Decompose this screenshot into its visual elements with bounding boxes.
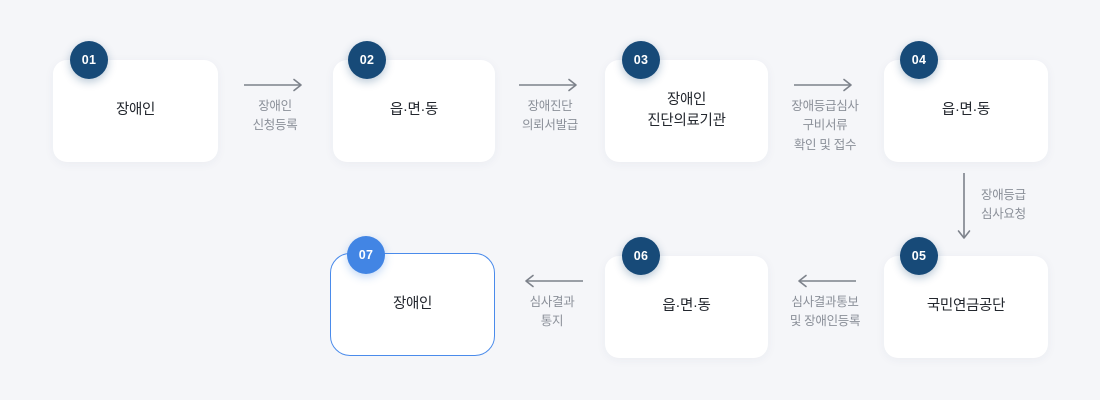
connector-05-to-06: 심사결과통보 및 장애인등록	[783, 274, 867, 332]
connector-label-03-to-04: 장애등급심사 구비서류 확인 및 접수	[791, 99, 859, 152]
step-badge-07: 07	[347, 236, 385, 274]
connector-04-to-05: 장애등급 심사요청	[957, 172, 1026, 244]
arrow-left-icon	[798, 274, 856, 288]
step-label-04: 읍·면·동	[941, 102, 991, 119]
step-badge-06: 06	[622, 237, 660, 275]
step-badge-01: 01	[70, 41, 108, 79]
connector-02-to-03: 장애진단 의뢰서발급	[508, 78, 592, 136]
arrow-down-icon	[957, 173, 971, 239]
connector-label-01-to-02: 장애인 신청등록	[252, 99, 298, 133]
connector-label-05-to-06: 심사결과통보 및 장애인등록	[789, 295, 861, 329]
step-label-01: 장애인	[115, 102, 156, 119]
connector-label-06-to-07: 심사결과 통지	[529, 295, 575, 329]
arrow-left-icon	[525, 274, 583, 288]
step-badge-04: 04	[900, 41, 938, 79]
connector-label-02-to-03: 장애진단 의뢰서발급	[521, 99, 578, 133]
step-card-07[interactable]: 장애인	[330, 253, 495, 356]
connector-03-to-04: 장애등급심사 구비서류 확인 및 접수	[782, 78, 868, 155]
arrow-right-icon	[794, 78, 852, 92]
step-label-05: 국민연금공단	[926, 298, 1006, 315]
connector-label-04-to-05: 장애등급 심사요청	[981, 188, 1026, 222]
connector-06-to-07: 심사결과 통지	[510, 274, 594, 332]
step-badge-03: 03	[622, 41, 660, 79]
step-badge-02: 02	[348, 41, 386, 79]
step-label-02: 읍·면·동	[389, 102, 439, 119]
step-label-03: 장애인 진단의료기관	[647, 91, 726, 129]
step-label-06: 읍·면·동	[662, 298, 711, 315]
connector-01-to-02: 장애인 신청등록	[233, 78, 317, 136]
step-label-07: 장애인	[392, 295, 433, 312]
arrow-right-icon	[244, 78, 302, 92]
arrow-right-icon	[519, 78, 577, 92]
step-badge-05: 05	[900, 237, 938, 275]
